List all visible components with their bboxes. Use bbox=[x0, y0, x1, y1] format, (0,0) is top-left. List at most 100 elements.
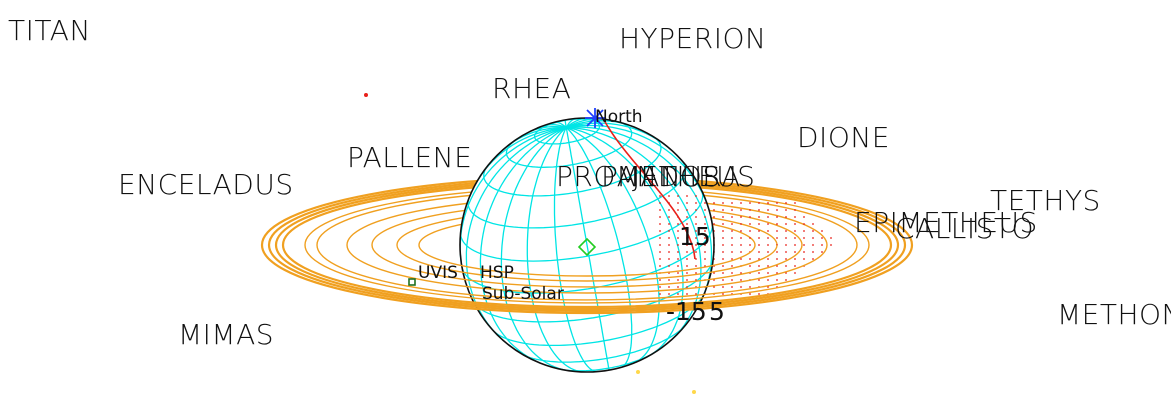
shadow-dot bbox=[749, 286, 751, 288]
uvis-marker bbox=[408, 278, 416, 286]
shadow-dot bbox=[704, 230, 706, 232]
shadow-dot bbox=[668, 223, 670, 225]
shadow-dot bbox=[677, 202, 679, 204]
shadow-dot bbox=[785, 230, 787, 232]
shadow-dot bbox=[740, 230, 742, 232]
shadow-dot bbox=[695, 265, 697, 267]
shadow-dot bbox=[794, 216, 796, 218]
shadow-dot bbox=[758, 251, 760, 253]
yellow-point-marker bbox=[692, 390, 696, 394]
shadow-dot bbox=[704, 251, 706, 253]
moon-label-callisto: CALLISTO bbox=[895, 212, 1034, 245]
moon-label-enceladus: ENCELADUS bbox=[118, 168, 294, 201]
shadow-dot bbox=[767, 230, 769, 232]
shadow-dot bbox=[686, 202, 688, 204]
shadow-dot bbox=[686, 209, 688, 211]
latitude-label-lower-overlap: 5 bbox=[709, 297, 725, 326]
shadow-dot bbox=[668, 216, 670, 218]
shadow-dot bbox=[785, 209, 787, 211]
shadow-dot bbox=[722, 209, 724, 211]
shadow-dot bbox=[767, 265, 769, 267]
moon-label-pandora: PANDORA bbox=[601, 160, 741, 193]
shadow-dot bbox=[749, 223, 751, 225]
red-point-marker bbox=[364, 93, 368, 97]
shadow-dot bbox=[794, 223, 796, 225]
shadow-dot bbox=[758, 202, 760, 204]
shadow-dot bbox=[767, 251, 769, 253]
shadow-dot bbox=[677, 244, 679, 246]
shadow-dot bbox=[749, 293, 751, 295]
moon-label-hyperion: HYPERION bbox=[619, 22, 766, 55]
shadow-dot bbox=[785, 251, 787, 253]
ring-front-arc bbox=[304, 244, 870, 304]
shadow-dot bbox=[713, 209, 715, 211]
shadow-dot bbox=[659, 286, 661, 288]
shadow-dot bbox=[722, 244, 724, 246]
shadow-dot bbox=[785, 237, 787, 239]
shadow-dot bbox=[695, 258, 697, 260]
shadow-dot bbox=[677, 209, 679, 211]
shadow-dot bbox=[686, 216, 688, 218]
ring-front-arc bbox=[346, 244, 828, 294]
shadow-dot bbox=[722, 286, 724, 288]
ring-front-arc bbox=[281, 244, 893, 309]
shadow-dot bbox=[767, 223, 769, 225]
shadow-dot bbox=[731, 265, 733, 267]
shadow-dot bbox=[794, 258, 796, 260]
moon-label-methone: METHONE bbox=[1057, 298, 1171, 331]
shadow-dot bbox=[767, 209, 769, 211]
shadow-dot bbox=[704, 244, 706, 246]
shadow-dot bbox=[722, 272, 724, 274]
ring-front-arc bbox=[267, 244, 907, 313]
shadow-dot bbox=[812, 258, 814, 260]
shadow-dot bbox=[821, 244, 823, 246]
shadow-dot bbox=[686, 244, 688, 246]
shadow-dot bbox=[677, 195, 679, 197]
shadow-dot bbox=[722, 230, 724, 232]
moon-label-rhea: RHEA bbox=[492, 72, 571, 105]
moon-label-mimas: MIMAS bbox=[178, 318, 274, 351]
shadow-dot bbox=[767, 202, 769, 204]
shadow-dot bbox=[731, 237, 733, 239]
shadow-dot bbox=[785, 216, 787, 218]
shadow-dot bbox=[785, 258, 787, 260]
shadow-dot bbox=[803, 223, 805, 225]
shadow-dot bbox=[695, 244, 697, 246]
saturn-globe bbox=[459, 117, 832, 373]
shadow-dot bbox=[695, 195, 697, 197]
shadow-dot bbox=[659, 202, 661, 204]
shadow-dot bbox=[740, 258, 742, 260]
shadow-dot bbox=[704, 223, 706, 225]
shadow-dot bbox=[767, 272, 769, 274]
shadow-dot bbox=[776, 209, 778, 211]
shadow-dot bbox=[722, 237, 724, 239]
shadow-dot bbox=[704, 209, 706, 211]
shadow-dot bbox=[659, 258, 661, 260]
shadow-dot bbox=[677, 279, 679, 281]
shadow-dot bbox=[722, 279, 724, 281]
shadow-dot bbox=[686, 272, 688, 274]
latitude-label-upper: 15 bbox=[679, 222, 711, 251]
shadow-dot bbox=[695, 251, 697, 253]
shadow-dot bbox=[677, 258, 679, 260]
moon-label-titan: TITAN bbox=[8, 14, 91, 47]
shadow-dot bbox=[821, 237, 823, 239]
shadow-dot bbox=[668, 286, 670, 288]
shadow-dot bbox=[749, 258, 751, 260]
shadow-dot bbox=[749, 216, 751, 218]
shadow-dot bbox=[668, 237, 670, 239]
shadow-dot bbox=[686, 251, 688, 253]
shadow-dot bbox=[731, 244, 733, 246]
shadow-dot bbox=[758, 272, 760, 274]
shadow-dot bbox=[776, 230, 778, 232]
longitude-line bbox=[526, 127, 584, 373]
shadow-dot bbox=[758, 265, 760, 267]
shadow-dot bbox=[686, 258, 688, 260]
shadow-dot bbox=[731, 216, 733, 218]
shadow-dot bbox=[677, 286, 679, 288]
shadow-dot bbox=[767, 237, 769, 239]
shadow-dot bbox=[794, 230, 796, 232]
shadow-dot bbox=[695, 202, 697, 204]
shadow-dot bbox=[740, 286, 742, 288]
shadow-dot bbox=[722, 251, 724, 253]
